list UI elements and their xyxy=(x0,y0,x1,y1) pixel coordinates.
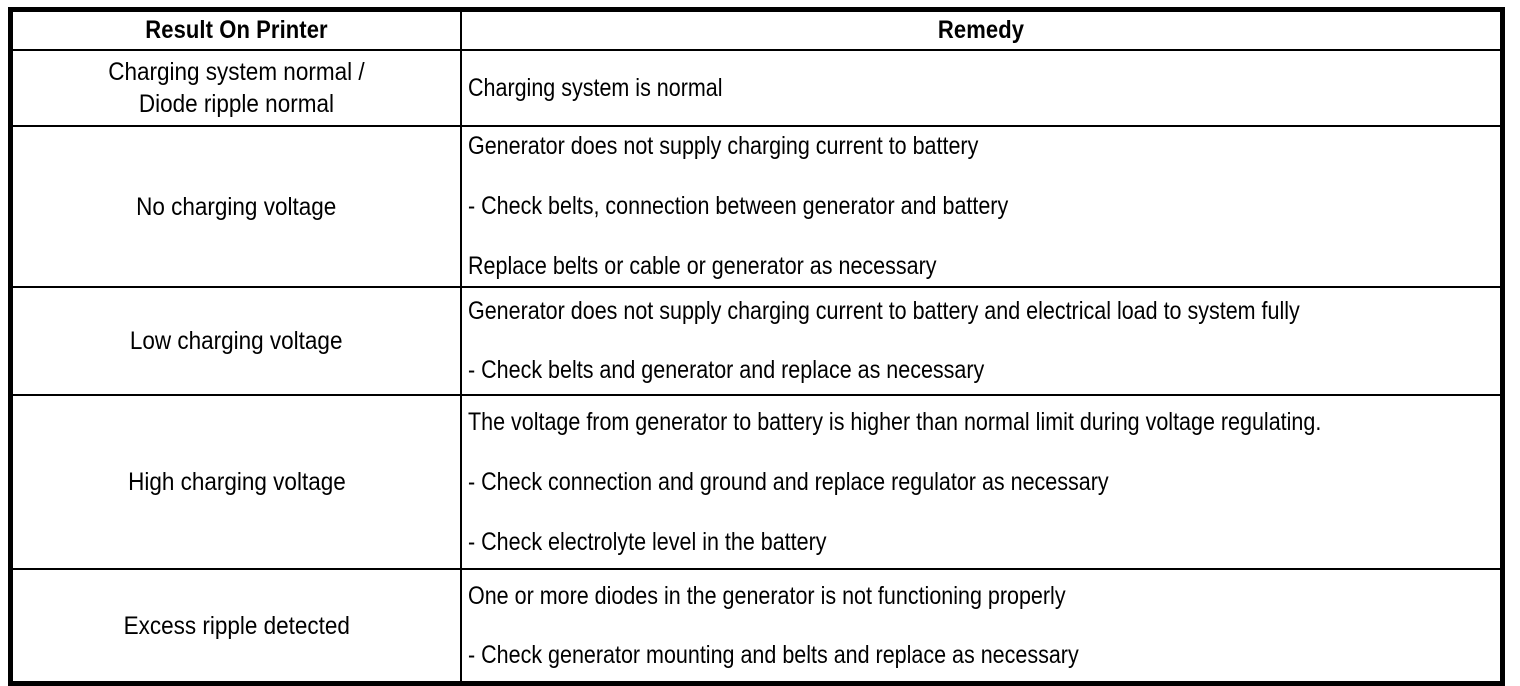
result-text: Low charging voltage xyxy=(130,325,343,357)
result-text: High charging voltage xyxy=(128,466,346,498)
remedy-cell: Generator does not supply charging curre… xyxy=(461,125,1503,287)
table-header: Result On Printer Remedy xyxy=(10,9,1503,51)
column-header-remedy-label: Remedy xyxy=(937,15,1025,44)
result-line: Diode ripple normal xyxy=(138,90,335,118)
result-line: Low charging voltage xyxy=(130,327,343,355)
remedy-line: The voltage from generator to battery is… xyxy=(468,407,1322,436)
result-line: Excess ripple detected xyxy=(123,611,350,640)
header-row: Result On Printer Remedy xyxy=(10,9,1503,51)
table-body: Charging system normal / Diode ripple no… xyxy=(10,49,1503,684)
result-text: Charging system normal / Diode ripple no… xyxy=(108,56,364,120)
remedy-line: - Check generator mounting and belts and… xyxy=(468,640,1079,669)
remedy-text: Generator does not supply charging curre… xyxy=(468,134,1500,279)
remedy-line: - Check belts, connection between genera… xyxy=(468,192,1009,220)
result-cell: Low charging voltage xyxy=(10,286,462,395)
column-header-remedy: Remedy xyxy=(461,9,1503,51)
result-cell: No charging voltage xyxy=(10,125,462,287)
remedy-text: Charging system is normal xyxy=(468,73,1500,102)
result-text: Excess ripple detected xyxy=(123,610,349,642)
table-row: Excess ripple detected One or more diode… xyxy=(10,568,1503,684)
remedy-line: One or more diodes in the generator is n… xyxy=(468,581,1066,610)
column-header-result-label: Result On Printer xyxy=(145,15,328,44)
table-row: Low charging voltage Generator does not … xyxy=(10,286,1503,395)
result-text: No charging voltage xyxy=(136,191,336,223)
remedy-cell: The voltage from generator to battery is… xyxy=(461,394,1503,569)
result-line: Charging system normal / xyxy=(108,58,365,86)
table-row: High charging voltage The voltage from g… xyxy=(10,394,1503,569)
table-row: Charging system normal / Diode ripple no… xyxy=(10,49,1503,126)
result-cell: Excess ripple detected xyxy=(10,568,462,684)
remedy-line: Charging system is normal xyxy=(468,73,723,102)
diagnostic-table: Result On Printer Remedy Charging system… xyxy=(8,7,1505,686)
remedy-text: The voltage from generator to battery is… xyxy=(468,407,1500,556)
remedy-cell: Generator does not supply charging curre… xyxy=(461,286,1503,395)
remedy-text: Generator does not supply charging curre… xyxy=(468,299,1500,383)
remedy-line: Replace belts or cable or generator as n… xyxy=(468,252,937,280)
remedy-line: - Check connection and ground and replac… xyxy=(468,467,1109,496)
result-line: No charging voltage xyxy=(136,192,337,221)
table-row: No charging voltage Generator does not s… xyxy=(10,125,1503,287)
column-header-result: Result On Printer xyxy=(10,9,462,51)
remedy-cell: Charging system is normal xyxy=(461,49,1503,126)
remedy-line: - Check electrolyte level in the battery xyxy=(468,527,827,556)
result-cell: High charging voltage xyxy=(10,394,462,569)
remedy-text: One or more diodes in the generator is n… xyxy=(468,581,1500,669)
remedy-line: - Check belts and generator and replace … xyxy=(468,356,985,384)
remedy-line: Generator does not supply charging curre… xyxy=(468,297,1300,325)
remedy-line: Generator does not supply charging curre… xyxy=(468,132,979,160)
result-cell: Charging system normal / Diode ripple no… xyxy=(10,49,462,126)
result-line: High charging voltage xyxy=(127,468,346,496)
remedy-cell: One or more diodes in the generator is n… xyxy=(461,568,1503,684)
